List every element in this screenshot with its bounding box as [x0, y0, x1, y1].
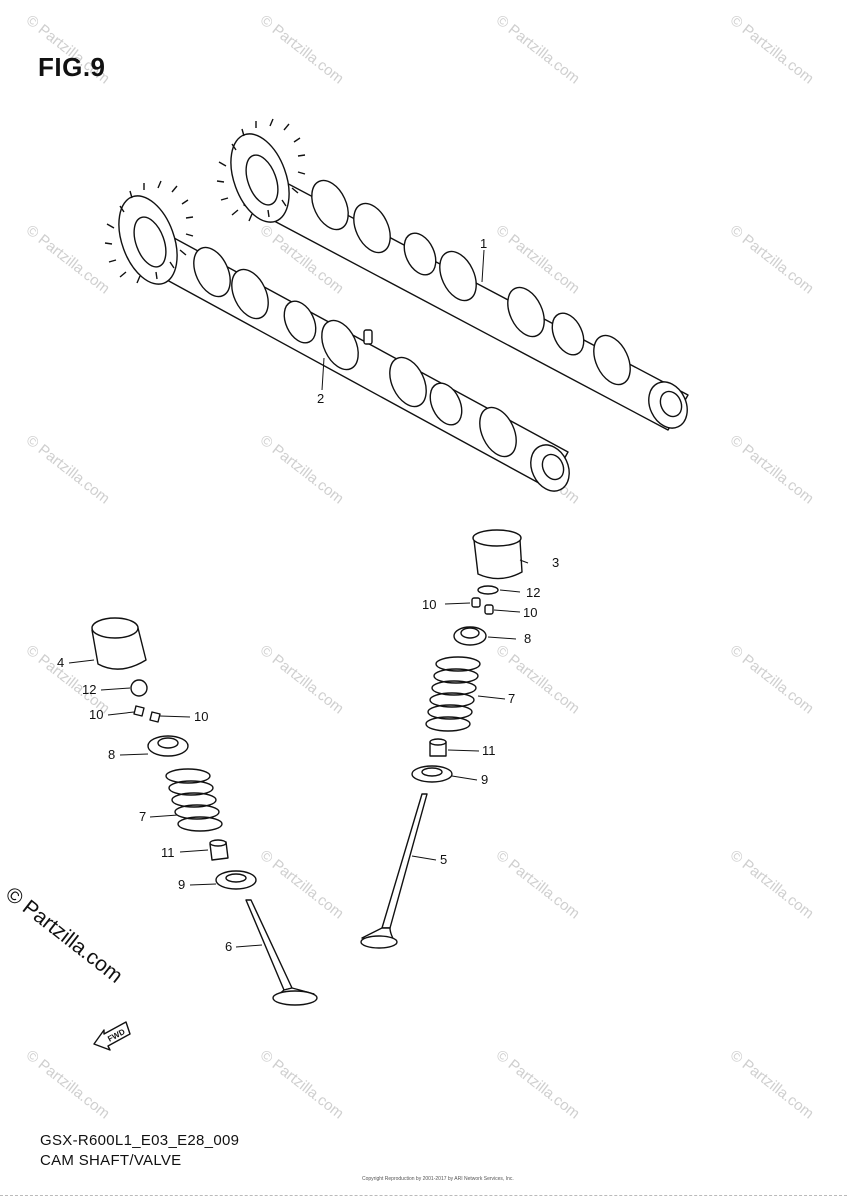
callout-6: 6 — [225, 939, 232, 954]
callout-9: 9 — [481, 772, 488, 787]
shim-right[interactable] — [477, 585, 499, 595]
callout-9: 9 — [178, 877, 185, 892]
cotter-left[interactable] — [133, 705, 161, 723]
callout-11: 11 — [482, 743, 496, 758]
tappet-left[interactable] — [91, 617, 147, 670]
callout-10: 10 — [523, 605, 537, 620]
camshaft-intake[interactable] — [104, 180, 576, 497]
valve-left[interactable] — [245, 899, 318, 1006]
spring-right[interactable] — [425, 656, 481, 732]
figure-title: FIG.9 — [38, 52, 106, 82]
callout-2: 2 — [317, 391, 324, 406]
callout-7: 7 — [139, 809, 146, 824]
retainer-left[interactable] — [147, 735, 189, 757]
camshaft-exhaust[interactable] — [216, 118, 694, 434]
callout-labels: 1 2 3 12 10 10 8 7 11 9 5 4 12 10 10 8 7… — [57, 236, 559, 1044]
valve-right[interactable] — [360, 793, 428, 949]
callout-8: 8 — [524, 631, 531, 646]
copyright-footer: Copyright Reproduction by 2001-2017 by A… — [362, 1176, 514, 1182]
callout-11: 11 — [161, 845, 175, 860]
spring-left[interactable] — [165, 768, 223, 832]
shim-left[interactable] — [130, 679, 148, 697]
fwd-arrow-icon — [93, 1021, 131, 1051]
callout-5: 5 — [440, 852, 447, 867]
callout-10: 10 — [194, 709, 208, 724]
figure-code: GSX-R600L1_E03_E28_009 — [40, 1132, 240, 1149]
spring-seat-left[interactable] — [215, 870, 257, 890]
leader-lines — [68, 249, 529, 948]
stem-seal-right[interactable] — [429, 738, 447, 757]
callout-4: 4 — [57, 655, 64, 670]
cotter-right[interactable] — [471, 597, 494, 615]
callout-12: 12 — [526, 585, 540, 600]
tappet-right[interactable] — [472, 529, 523, 580]
stem-seal-left[interactable] — [209, 839, 229, 861]
page-bottom-rule — [0, 1195, 847, 1196]
retainer-right[interactable] — [453, 626, 487, 646]
callout-1: 1 — [480, 236, 487, 251]
callout-7: 7 — [508, 691, 515, 706]
callout-3: 3 — [552, 555, 559, 570]
callout-10: 10 — [422, 597, 436, 612]
spring-seat-right[interactable] — [411, 765, 453, 783]
callout-12: 12 — [82, 682, 96, 697]
callout-8: 8 — [108, 747, 115, 762]
callout-10: 10 — [89, 707, 103, 722]
figure-name: CAM SHAFT/VALVE — [40, 1152, 182, 1169]
